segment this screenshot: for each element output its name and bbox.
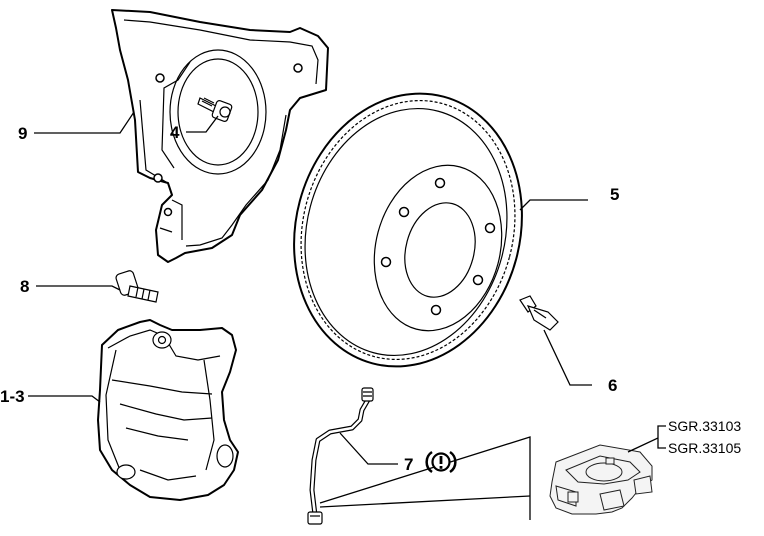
brake-hose [307,387,374,525]
leader-lines [28,111,666,520]
callout-1-3: 1-3 [0,387,25,406]
bracket-inset [549,444,653,515]
reference-code-1: SGR.33103 [668,418,741,434]
caliper-bolt [115,270,159,303]
bleed-screw [519,295,559,331]
callout-8: 8 [20,277,29,296]
callout-4: 4 [170,123,180,142]
callout-9: 9 [18,124,27,143]
callout-6: 6 [608,376,617,395]
brake-caliper [97,319,239,501]
notice-symbol [425,450,457,474]
brake-disc [293,92,523,368]
callout-7: 7 [404,455,413,474]
callout-5: 5 [610,185,619,204]
reference-code-2: SGR.33105 [668,440,741,456]
